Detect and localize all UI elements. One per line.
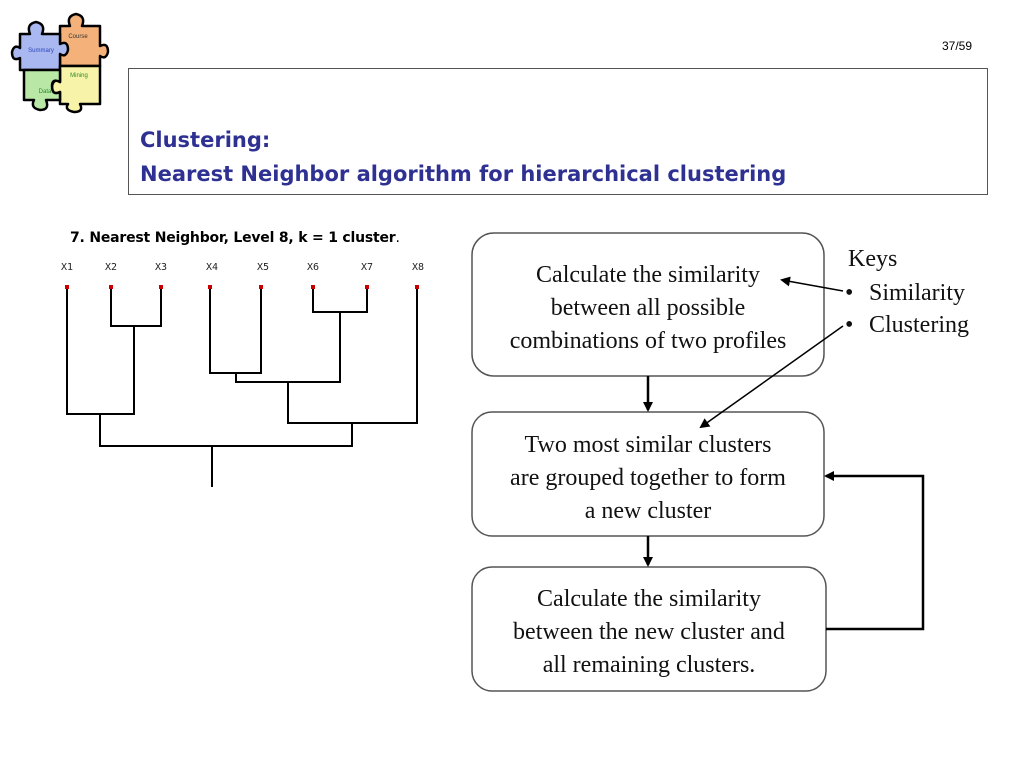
logo-label-summary: Summary — [28, 48, 54, 54]
logo-label-mining: Mining — [70, 73, 88, 79]
branch-x4x5-x6x7 — [235, 312, 341, 383]
page-subtitle: Nearest Neighbor algorithm for hierarchi… — [140, 162, 787, 186]
puzzle-piece-summary — [10, 20, 70, 72]
puzzle-logo: Course Summary Mining Data — [10, 12, 110, 114]
box3-line2: between the new cluster and — [513, 619, 785, 645]
puzzle-piece-course — [58, 12, 110, 68]
leaf-marker-x6 — [311, 285, 315, 289]
box2-line3: a new cluster — [585, 498, 712, 524]
key-arrow-similarity — [780, 276, 844, 292]
branch-root — [99, 414, 353, 447]
leaf-label-x1: X1 — [61, 262, 73, 273]
leaf-label-x7: X7 — [361, 262, 373, 273]
puzzle-piece-data — [22, 68, 62, 112]
box3-line1: Calculate the similarity — [537, 586, 761, 612]
branch-x6-x7 — [312, 288, 368, 313]
branch-x2-x3 — [110, 288, 162, 327]
leaf-markers — [65, 285, 419, 289]
leaf-marker-x2 — [109, 285, 113, 289]
logo-label-course: Course — [68, 34, 88, 40]
box2-line1: Two most similar clusters — [525, 432, 772, 458]
dendrogram-branches — [66, 288, 418, 487]
box1-line1: Calculate the similarity — [536, 262, 760, 288]
leaf-marker-x4 — [208, 285, 212, 289]
branch-x4-x5 — [209, 288, 262, 374]
logo-label-data: Data — [39, 89, 52, 95]
leaf-label-x2: X2 — [105, 262, 117, 273]
leaf-marker-x1 — [65, 285, 69, 289]
key-similarity: Similarity — [869, 280, 965, 306]
leaf-marker-x5 — [259, 285, 263, 289]
figure-caption: 7. Nearest Neighbor, Level 8, k = 1 clus… — [70, 230, 400, 246]
page-number: 37/59 — [942, 39, 973, 53]
leaf-label-x5: X5 — [257, 262, 269, 273]
box1-line2: between all possible — [551, 295, 746, 321]
leaf-marker-x3 — [159, 285, 163, 289]
dendrogram: X1 X2 X3 X4 X5 X6 X7 X8 — [61, 262, 424, 487]
box1-line3: combinations of two profiles — [510, 328, 787, 354]
figure-caption-text: 7. Nearest Neighbor, Level 8, k = 1 clus… — [70, 230, 396, 246]
arrow-loop-back — [824, 471, 925, 631]
branch-x1-x2x3 — [66, 288, 135, 415]
figure-caption-period: . — [395, 230, 400, 246]
key-clustering: Clustering — [869, 312, 969, 338]
leaf-label-x6: X6 — [307, 262, 319, 273]
leaf-marker-x8 — [415, 285, 419, 289]
box3-line3: all remaining clusters. — [543, 652, 756, 678]
branch-x4x7-x8 — [287, 288, 418, 424]
key-arrow-clustering — [699, 325, 844, 429]
flowchart: Calculate the similarity between all pos… — [471, 232, 969, 692]
page-title: Clustering: — [140, 128, 271, 152]
leaf-marker-x7 — [365, 285, 369, 289]
box2-line2: are grouped together to form — [510, 465, 786, 491]
leaf-label-x8: X8 — [412, 262, 424, 273]
keys-title: Keys — [848, 246, 897, 272]
leaf-label-x4: X4 — [206, 262, 218, 273]
title-box: Clustering: Nearest Neighbor algorithm f… — [128, 68, 988, 195]
keys-bullet-1: • — [845, 280, 853, 306]
leaf-label-x3: X3 — [155, 262, 167, 273]
keys-bullet-2: • — [845, 312, 853, 338]
